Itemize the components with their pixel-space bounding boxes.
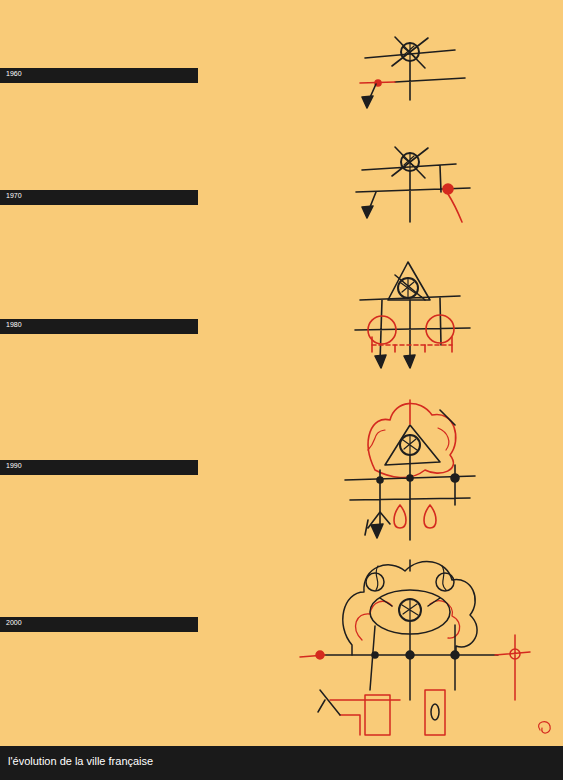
sketch-2000-stroke xyxy=(366,573,384,591)
sketch-2000-stroke xyxy=(380,560,440,606)
sketch-2000 xyxy=(300,560,550,735)
year-label: 1970 xyxy=(6,192,192,200)
sketch-1990-stroke xyxy=(377,477,383,483)
sketch-2000-stroke xyxy=(406,651,414,659)
sketch-1990-stroke xyxy=(400,435,420,455)
sketch-1990-stroke xyxy=(451,474,459,482)
sketch-2000-stroke xyxy=(399,599,421,621)
caption-text: l'évolution de la ville française xyxy=(8,755,153,767)
sketch-1990-stroke xyxy=(385,425,440,465)
sketch-1990-stroke xyxy=(371,524,383,538)
sketch-1980-stroke xyxy=(388,262,430,300)
sketch-1990-stroke xyxy=(368,404,456,478)
year-band: 1960 xyxy=(0,68,198,83)
sketch-2000-stroke xyxy=(372,652,378,658)
sketch-2000-stroke xyxy=(402,599,418,621)
sketch-1960-stroke xyxy=(362,96,373,108)
sketch-2000-stroke xyxy=(318,690,340,715)
year-band: 1990 xyxy=(0,460,198,475)
sketch-1980-stroke xyxy=(401,278,415,298)
sketch-1990 xyxy=(345,400,475,540)
sketch-2000-stroke xyxy=(539,722,551,733)
year-band: 2000 xyxy=(0,617,198,632)
caption-bar: l'évolution de la ville française xyxy=(0,746,563,780)
sketch-2000-stroke xyxy=(436,573,454,591)
sketch-2000-stroke xyxy=(316,651,324,659)
sketch-1990-stroke xyxy=(403,435,417,455)
year-label: 2000 xyxy=(6,619,192,627)
year-band: 1970 xyxy=(0,190,198,205)
sketch-1970-stroke xyxy=(443,184,453,194)
sketch-1960-stroke xyxy=(401,43,419,61)
sketch-1980-stroke xyxy=(372,344,452,346)
sketch-2000-stroke xyxy=(376,566,446,590)
sketch-1990-stroke xyxy=(409,400,411,424)
sketch-1980-stroke xyxy=(355,275,470,362)
year-band: 1980 xyxy=(0,319,198,334)
sketch-1960 xyxy=(360,37,465,108)
sketch-1970-stroke xyxy=(362,206,373,218)
sketch-1980 xyxy=(355,262,470,368)
sketch-1970-stroke xyxy=(356,147,470,222)
sketch-1970-stroke xyxy=(403,153,415,171)
sketch-2000-stroke xyxy=(322,622,498,700)
sketch-1970-stroke xyxy=(401,153,419,171)
sketch-1990-stroke xyxy=(368,428,449,450)
sketch-1980-stroke xyxy=(375,355,415,368)
sketch-1980-stroke xyxy=(426,315,454,343)
sketch-1980-stroke xyxy=(398,278,418,298)
year-label: 1980 xyxy=(6,321,192,329)
sketch-1960-stroke xyxy=(365,37,465,100)
sketch-2000-stroke xyxy=(451,651,459,659)
year-label: 1960 xyxy=(6,70,192,78)
sketch-2000-stroke xyxy=(510,649,520,659)
sketch-2000-stroke xyxy=(431,704,439,720)
sketch-1990-stroke xyxy=(407,475,413,481)
sketch-1980-stroke xyxy=(372,337,452,352)
sketch-1990-stroke xyxy=(345,410,475,540)
year-label: 1990 xyxy=(6,462,192,470)
sketch-1970-stroke xyxy=(448,194,462,222)
sketch-1990-stroke xyxy=(394,505,436,528)
sketch-1970 xyxy=(356,147,470,222)
sketch-1960-stroke xyxy=(403,43,415,61)
sketch-2000-stroke xyxy=(330,690,445,735)
sketch-2000-stroke xyxy=(300,635,530,700)
